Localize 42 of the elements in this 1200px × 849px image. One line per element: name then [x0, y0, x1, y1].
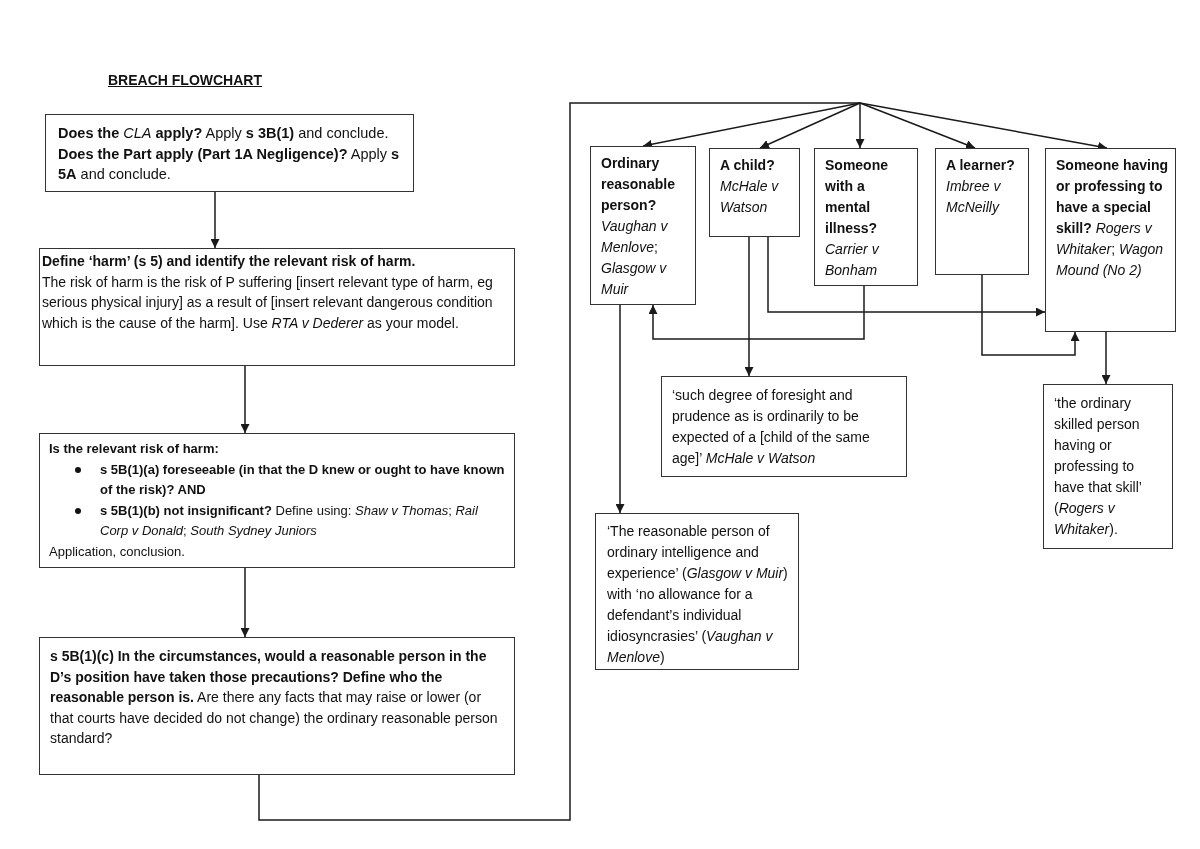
- quote-box: [1043, 384, 1173, 549]
- body-text: s 5B(1)(c) In the circumstances, would a reasonable person in the D’s position have taken those precautions? Define who the reasonable person is. Are there any facts that may raise or lower (or that courts have decided do not change) the ordinary reasonable person standard?: [50, 647, 499, 748]
- question-text: Someone having or professing to have a special skill? Rogers v Whitaker; Wagon Mound (No 2): [1056, 156, 1170, 280]
- arrow: [759, 102, 861, 149]
- connector-line: [258, 102, 861, 821]
- arrow: [240, 567, 250, 638]
- arrow: [210, 191, 220, 249]
- arrow: [240, 365, 250, 434]
- quote-text: ‘such degree of foresight and prudence as is ordinarily to be expected of a [child of the same age]’ McHale v Watson: [672, 386, 871, 468]
- question-box: [814, 148, 918, 286]
- process-box: [39, 637, 515, 775]
- quote-text: ‘The reasonable person of ordinary intelligence and experience’ (Glasgow v Muir) with ‘no allowance for a defendant’s individual idiosyncrasies’ (Vaughan v Menlove): [607, 522, 789, 667]
- arrow: [1101, 331, 1111, 385]
- question-box: [709, 148, 800, 237]
- body-text: The risk of harm is the risk of P suffering [insert relevant type of harm, eg serious physical injury] as a result of [insert relevant dangerous condition which is the cause of the harm]. Use RTA v Dederer as your model.: [42, 272, 494, 333]
- arrow: [767, 236, 1046, 317]
- heading-text: Is the relevant risk of harm:: [49, 440, 219, 458]
- question-text: A learner? Imbree v McNeilly: [946, 156, 1016, 217]
- question-box: [1045, 148, 1176, 332]
- body-text: Does the CLA apply? Apply s 3B(1) and conclude.: [58, 124, 389, 143]
- title: BREACH FLOWCHART: [108, 72, 262, 88]
- list-item-text: s 5B(1)(b) not insignificant? Define using: Shaw v Thomas; Rail Corp v Donald; South Sydney Juniors: [100, 501, 479, 540]
- quote-box: [595, 513, 799, 670]
- arrow: [648, 285, 865, 340]
- arrow: [859, 102, 976, 149]
- question-box: [935, 148, 1029, 275]
- quote-box: [661, 376, 907, 477]
- question-text: Someone with a mental illness? Carrier v Bonham: [825, 156, 889, 280]
- question-box: [590, 146, 696, 305]
- process-box: [39, 248, 515, 366]
- arrow: [615, 304, 625, 514]
- process-box: [45, 114, 414, 192]
- arrow: [981, 274, 1080, 356]
- heading-text: Define ‘harm’ (s 5) and identify the relevant risk of harm.: [42, 252, 416, 271]
- arrow: [855, 102, 865, 149]
- body-text: Does the Part apply (Part 1A Negligence)? Apply s 5A and conclude.: [58, 144, 401, 184]
- question-text: A child? McHale v Watson: [720, 156, 780, 217]
- process-box: [39, 433, 515, 568]
- body-text: Application, conclusion.: [49, 542, 185, 561]
- question-text: Ordinary reasonable person? Vaughan v Menlove; Glasgow v Muir: [601, 154, 676, 299]
- arrow: [744, 236, 754, 377]
- quote-text: ‘the ordinary skilled person having or professing to have that skill’ (Rogers v Whitaker).: [1054, 394, 1143, 539]
